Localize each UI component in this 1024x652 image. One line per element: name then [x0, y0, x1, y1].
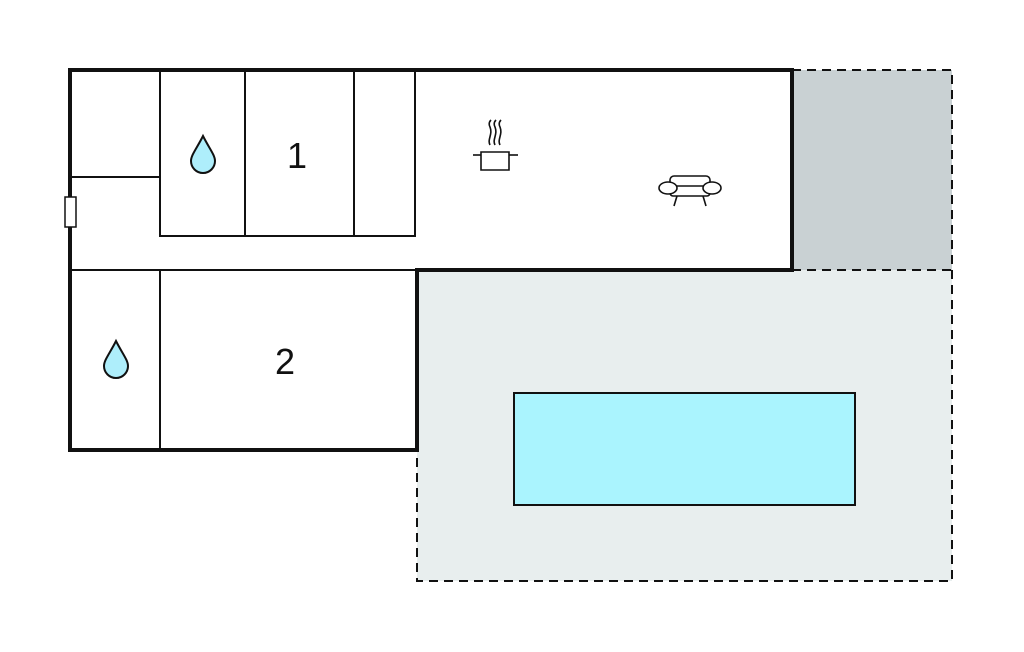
- room-label-2: 2: [275, 341, 295, 382]
- door-icon: [64, 196, 77, 228]
- swimming-pool: [513, 392, 856, 506]
- room-label-1: 1: [287, 135, 307, 176]
- water-drop-icon: [102, 338, 130, 379]
- cooking-pot-icon: [473, 119, 518, 171]
- sofa-icon: [658, 175, 722, 207]
- water-drop-icon: [189, 133, 217, 174]
- exterior-walls: [68, 68, 794, 452]
- interior-walls: [70, 69, 417, 450]
- covered-terrace: [792, 70, 952, 270]
- outdoor-border: [416, 69, 953, 582]
